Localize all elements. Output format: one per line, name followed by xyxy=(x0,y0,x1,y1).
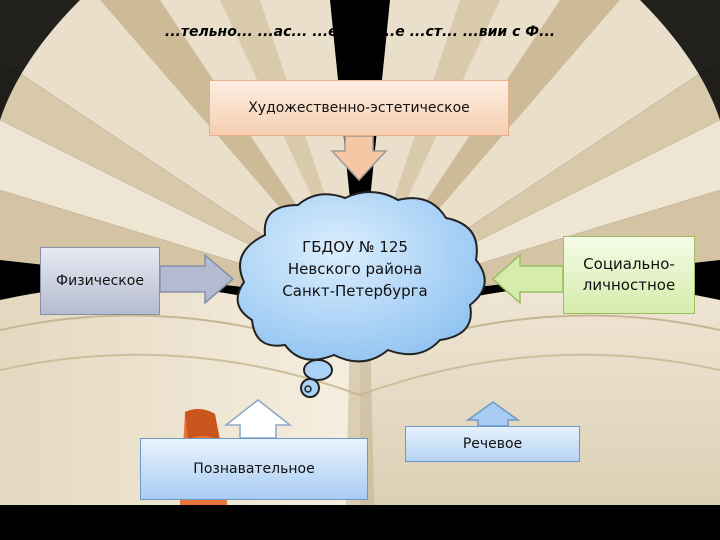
area-cognitive-label: Познавательное xyxy=(193,461,315,477)
area-social-personal: Социально-личностное xyxy=(563,236,695,314)
center-line-2: Невского района xyxy=(287,260,423,278)
thought-cloud xyxy=(236,191,486,398)
arrow-up-speech xyxy=(465,401,521,427)
area-physical-label: Физическое xyxy=(56,273,144,289)
area-cognitive: Познавательное xyxy=(140,438,368,500)
area-artistic-label: Художественно-эстетическое xyxy=(248,100,470,116)
area-physical: Физическое xyxy=(40,247,160,315)
center-institution: ГБДОУ № 125 Невского района Санкт-Петерб… xyxy=(250,236,460,302)
arrow-left xyxy=(491,253,564,305)
center-line-1: ГБДОУ № 125 xyxy=(302,238,408,256)
slide-title: ...тельно... ...ас... ...еда... ...е ...… xyxy=(164,24,556,40)
arrow-right xyxy=(159,253,235,305)
arrow-up-cognitive xyxy=(223,399,293,439)
area-speech-label: Речевое xyxy=(462,436,523,452)
arrow-down xyxy=(330,135,388,182)
area-speech: Речевое xyxy=(405,426,580,462)
area-artistic-aesthetic: Художественно-эстетическое xyxy=(209,80,509,136)
center-line-3: Санкт-Петербурга xyxy=(282,282,428,300)
area-social-label: Социально-личностное xyxy=(582,255,676,294)
